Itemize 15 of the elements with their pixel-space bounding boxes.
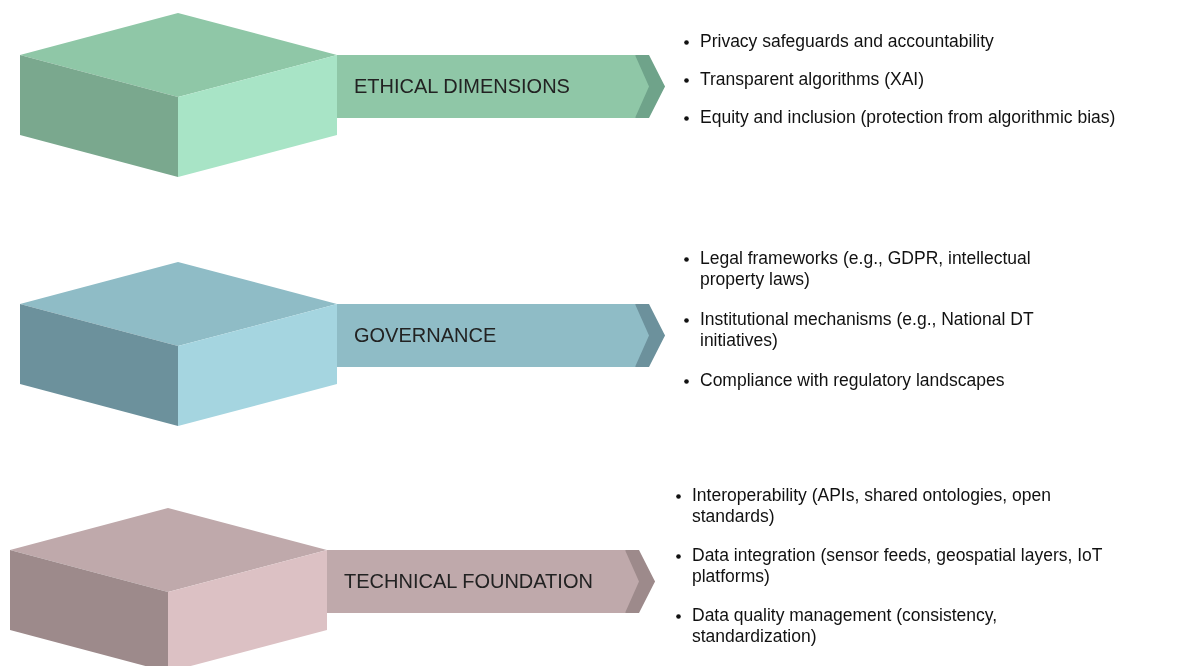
bullet-text: Transparent algorithms (XAI)	[700, 69, 924, 89]
bullet-text: Data integration (sensor feeds, geospatial layers, IoT platforms)	[692, 545, 1103, 586]
arrow-banner	[327, 550, 657, 613]
bullet-text: Institutional mechanisms (e.g., National DT initiatives)	[700, 309, 1034, 350]
bullet-text: Privacy safeguards and accountability	[700, 31, 994, 51]
bullet-text: Data quality management (consistency, standardization)	[692, 605, 998, 646]
arrow-banner	[337, 304, 667, 367]
bullet-text: Interoperability (APIs, shared ontologies, open standards)	[692, 485, 1051, 526]
arrow-banner	[337, 55, 667, 118]
bullet-text: Legal frameworks (e.g., GDPR, intellectual property laws)	[700, 248, 1031, 289]
bullet-text: Compliance with regulatory landscapes	[700, 370, 1005, 390]
banner-title: ETHICAL DIMENSIONS	[353, 75, 570, 98]
banner-title: GOVERNANCE	[353, 324, 497, 347]
bullet-text: Equity and inclusion (protection from algorithmic bias)	[700, 107, 1116, 127]
banner-title: TECHNICAL FOUNDATION	[343, 570, 593, 593]
